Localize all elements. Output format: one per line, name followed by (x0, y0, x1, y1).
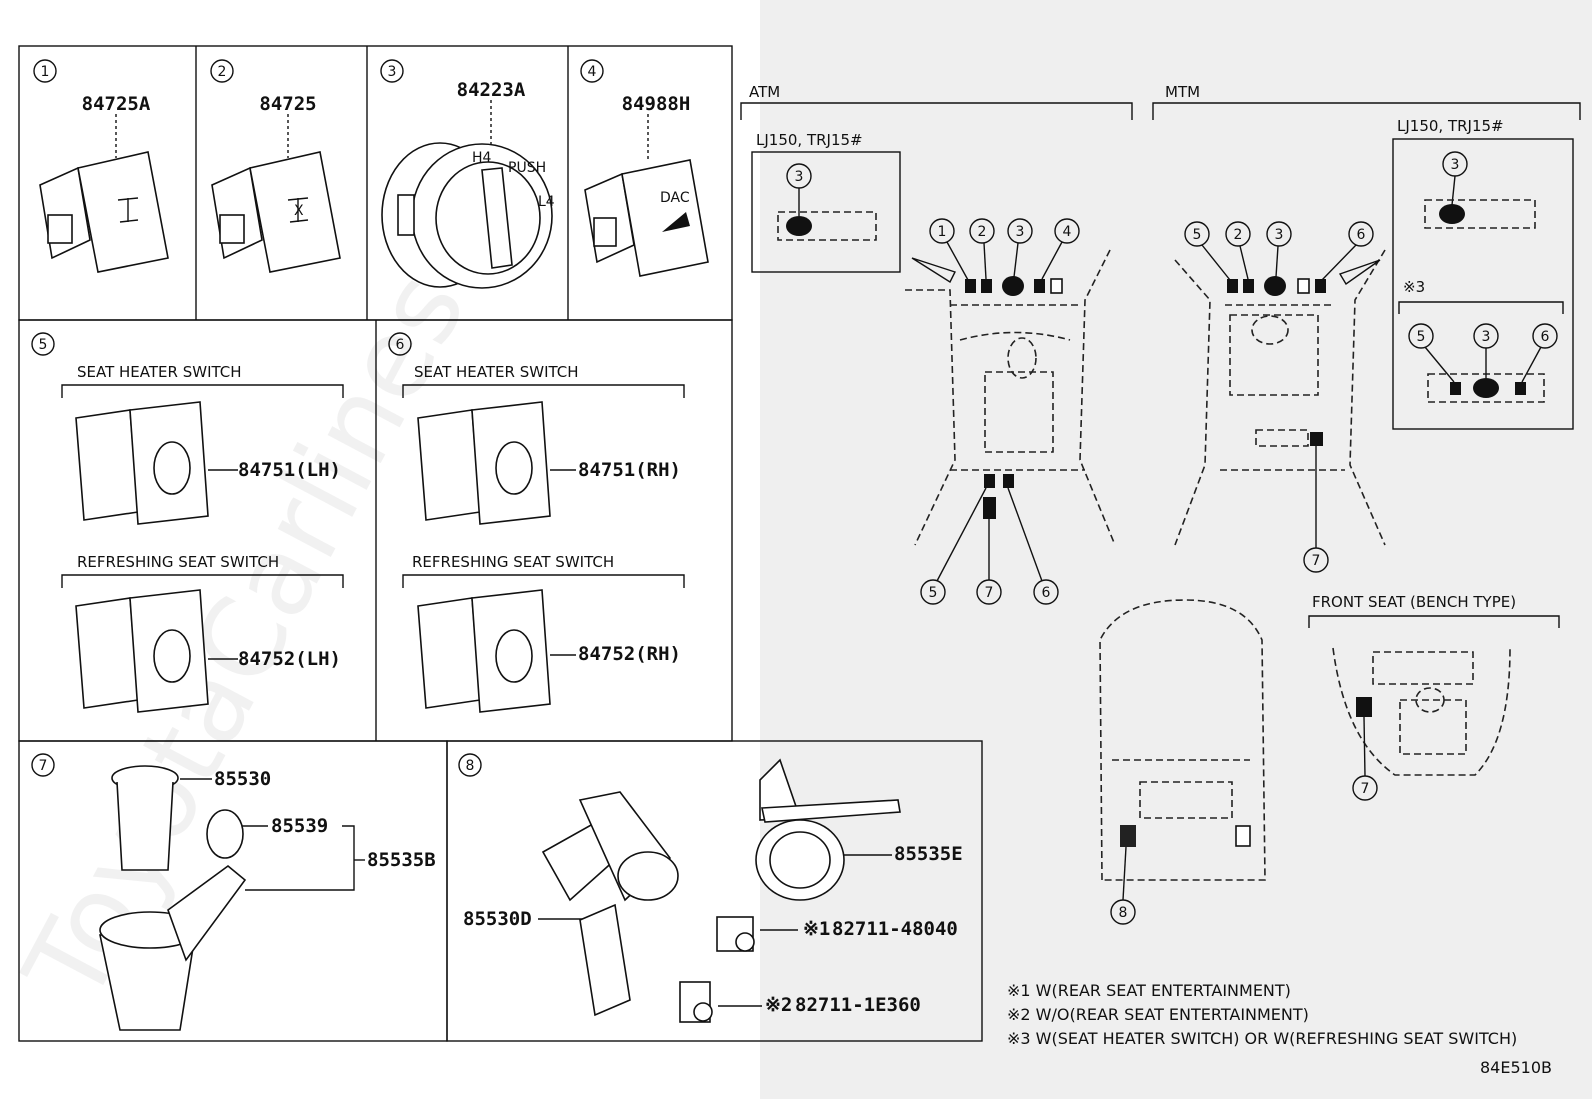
atm-callout-4: 4 (1063, 224, 1072, 240)
part-82711-48040: 82711-48040 (832, 918, 958, 940)
refreshing-seat-switch-rh (417, 589, 576, 713)
transfer-dial: H4 PUSH L4 (381, 142, 555, 289)
atm-variant-label: LJ150, TRJ15# (756, 131, 863, 149)
diagram-code: 84E510B (1480, 1058, 1552, 1077)
panel-8: 8 85535E 85530D ※1 82711-48040 ※2 8 (458, 753, 963, 1023)
part-84988H: 84988H (622, 93, 691, 115)
option-82711-48040: ※1 82711-48040 (716, 916, 958, 952)
panel-3: 3 84223A H4 PUSH L4 (380, 59, 555, 289)
atm-callout-3: 3 (1016, 224, 1025, 240)
atm-label: ATM (749, 83, 780, 101)
part-84725A: 84725A (82, 93, 151, 115)
panel-2: 2 84725 X (210, 59, 341, 273)
mtm-callout-7: 7 (1312, 553, 1321, 569)
part-85539: 85539 (271, 815, 328, 837)
panel-6: 6 SEAT HEATER SWITCH 84751(RH) REFRESHIN… (388, 332, 685, 713)
note3-callout-3: 3 (1482, 329, 1491, 345)
atm-callout-7: 7 (985, 585, 994, 601)
panel-8-number: 8 (466, 758, 475, 774)
atm-callout-1: 1 (938, 224, 947, 240)
panel-3-number: 3 (388, 64, 397, 80)
mtm-label: MTM (1165, 83, 1200, 101)
panel-1: 1 84725A (33, 59, 169, 273)
atm-variant-callout-3: 3 (795, 169, 804, 185)
note3-callout-5: 5 (1417, 329, 1426, 345)
option-mark-1: ※1 (803, 918, 830, 940)
panel-4-number: 4 (588, 64, 597, 80)
seat-heater-switch-lh (75, 401, 238, 525)
mtm-callout-5: 5 (1193, 227, 1202, 243)
part-85535E: 85535E (894, 843, 963, 865)
panel-7: 7 85530 85539 85535B (31, 753, 436, 1031)
knob-label-h4: H4 (472, 150, 492, 166)
dac-switch: DAC (584, 159, 709, 277)
power-outlet-assembly (541, 758, 901, 1017)
refreshing-seat-switch-lh (75, 589, 238, 713)
seat-heater-switch-lh-title: SEAT HEATER SWITCH (77, 363, 242, 381)
mtm-callout-6: 6 (1357, 227, 1366, 243)
part-85530D: 85530D (463, 908, 532, 930)
note3-mark: ※3 (1403, 278, 1425, 296)
mtm-callout-3: 3 (1275, 227, 1284, 243)
part-84223A: 84223A (457, 79, 526, 101)
panel-7-number: 7 (39, 758, 48, 774)
note-3: ※3 W(SEAT HEATER SWITCH) OR W(REFRESHING… (1007, 1029, 1517, 1048)
part-84751-rh: 84751(RH) (578, 459, 681, 481)
bench-callout-7: 7 (1361, 781, 1370, 797)
locator-rear: 8 (1099, 599, 1266, 925)
part-85530: 85530 (214, 768, 271, 790)
notes: ※1 W(REAR SEAT ENTERTAINMENT) ※2 W/O(REA… (1007, 981, 1552, 1077)
panel-5-number: 5 (39, 337, 48, 353)
cigarette-lighter-socket (99, 765, 247, 1031)
4wd-switch-1 (39, 151, 169, 273)
part-82711-1E360: 82711-1E360 (795, 994, 921, 1016)
panel-2-number: 2 (218, 64, 227, 80)
seat-heater-switch-rh (417, 401, 576, 525)
bench-label: FRONT SEAT (BENCH TYPE) (1312, 593, 1516, 611)
part-84751-lh: 84751(LH) (238, 459, 341, 481)
option-mark-2: ※2 (765, 994, 792, 1016)
part-85535B: 85535B (367, 849, 436, 871)
refreshing-seat-switch-lh-title: REFRESHING SEAT SWITCH (77, 553, 279, 571)
panel-4: 4 84988H DAC (580, 59, 709, 277)
knob-label-push: PUSH (508, 160, 546, 176)
locator-bench: FRONT SEAT (BENCH TYPE) 7 (1308, 593, 1560, 801)
panel-1-number: 1 (41, 64, 50, 80)
note3-callout-6: 6 (1541, 329, 1550, 345)
mtm-variant-callout-3: 3 (1451, 157, 1460, 173)
part-84752-lh: 84752(LH) (238, 648, 341, 670)
option-82711-1E360: ※2 82711-1E360 (679, 981, 921, 1023)
knob-label-dac: DAC (660, 190, 690, 206)
part-84752-rh: 84752(RH) (578, 643, 681, 665)
background-right (760, 0, 1592, 1099)
4wd-switch-2: X (211, 151, 341, 273)
part-84725: 84725 (259, 93, 316, 115)
atm-callout-6: 6 (1042, 585, 1051, 601)
seat-heater-switch-rh-title: SEAT HEATER SWITCH (414, 363, 579, 381)
rear-callout-8: 8 (1119, 905, 1128, 921)
svg-text:X: X (294, 203, 304, 219)
atm-callout-5: 5 (929, 585, 938, 601)
note-2: ※2 W/O(REAR SEAT ENTERTAINMENT) (1007, 1005, 1309, 1024)
panel-6-number: 6 (396, 337, 405, 353)
locator-atm: ATM LJ150, TRJ15# 3 1 2 3 4 (740, 83, 1133, 605)
atm-callout-2: 2 (978, 224, 987, 240)
refreshing-seat-switch-rh-title: REFRESHING SEAT SWITCH (412, 553, 614, 571)
mtm-variant-label: LJ150, TRJ15# (1397, 117, 1504, 135)
locator-mtm: MTM LJ150, TRJ15# 3 ※3 5 3 6 (1152, 83, 1581, 573)
knob-label-l4: L4 (538, 194, 555, 210)
panel-grid (18, 45, 983, 1042)
panel-5: 5 SEAT HEATER SWITCH 84751(LH) REFRESHIN… (31, 332, 344, 713)
mtm-callout-2: 2 (1234, 227, 1243, 243)
note-1: ※1 W(REAR SEAT ENTERTAINMENT) (1007, 981, 1291, 1000)
